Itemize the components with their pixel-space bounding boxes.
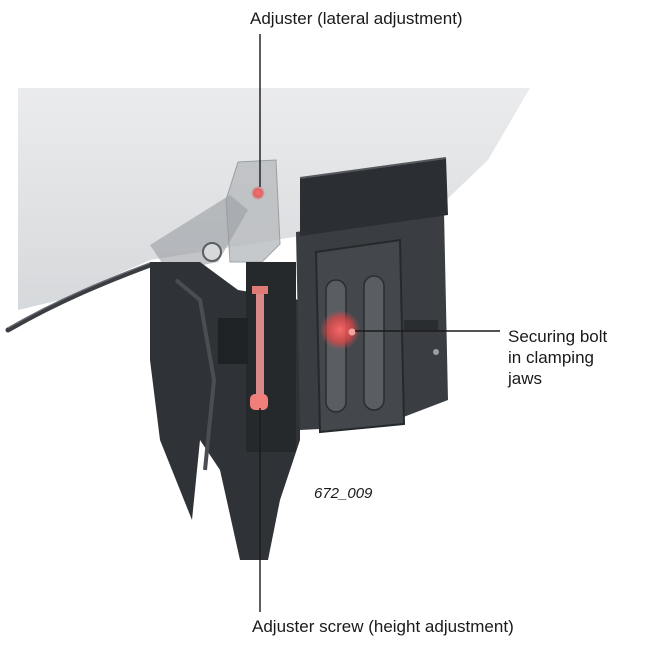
cable [5, 262, 153, 333]
pivot [202, 242, 222, 262]
top-pad-edge [299, 157, 447, 179]
plate-hole [433, 349, 439, 355]
bracket-edge [174, 278, 217, 471]
callout-line: Securing bolt [508, 327, 608, 346]
figure-number: 672_009 [314, 485, 373, 502]
callout-securing-bolt: Securing bolt in clamping jaws [508, 326, 607, 389]
screw-top [252, 286, 268, 294]
lever-arm [150, 195, 248, 272]
callout-lateral-adjuster: Adjuster (lateral adjustment) [250, 9, 463, 28]
callout-line: in clamping [508, 348, 594, 367]
highlight-height-screw [250, 394, 268, 410]
screw-shaft [256, 290, 264, 410]
cable-highlight [7, 262, 151, 329]
highlight-securing-bolt [320, 310, 360, 350]
rail-clip [218, 318, 248, 364]
callout-height-adjuster: Adjuster screw (height adjustment) [252, 617, 514, 636]
clamp-jaw-right [363, 275, 385, 411]
bolt-head [348, 328, 356, 336]
plate-slot [404, 320, 438, 330]
callout-line: jaws [508, 369, 543, 388]
highlight-lateral-adjuster [251, 186, 265, 200]
top-pad [300, 158, 448, 236]
